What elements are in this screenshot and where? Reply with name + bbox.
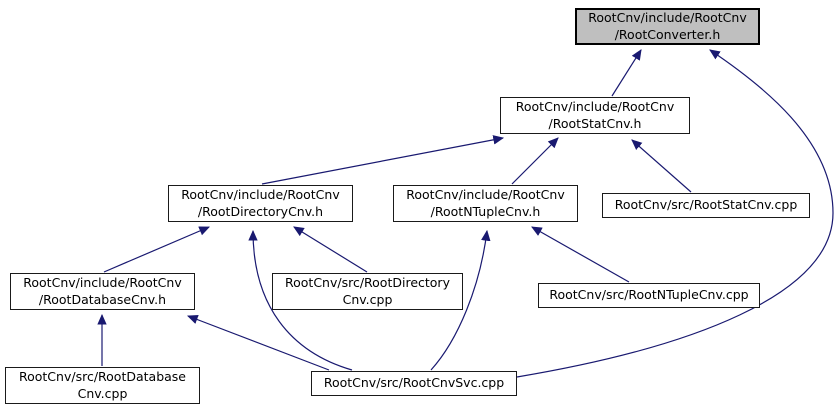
edge-cnvsvc-cpp-to-ntuplecnv-h [430, 229, 491, 371]
node-rootdirectorycnv-h[interactable]: RootCnv/include/RootCnv /RootDirectoryCn… [168, 185, 353, 222]
node-rootcnvsvc-cpp[interactable]: RootCnv/src/RootCnvSvc.cpp [311, 371, 517, 396]
edge-cnvsvc-cpp-to-directorycnv-h [248, 229, 353, 371]
node-rootntuplecnv-h[interactable]: RootCnv/include/RootCnv /RootNTupleCnv.h [393, 185, 578, 222]
edge-databasecnv-h-to-directorycnv-h [103, 226, 210, 273]
node-rootdirectorycnv-cpp[interactable]: RootCnv/src/RootDirectory Cnv.cpp [272, 273, 463, 310]
node-rootstatcnv-cpp[interactable]: RootCnv/src/RootStatCnv.cpp [602, 193, 810, 218]
edge-directorycnv-h-to-statcnv-h [261, 135, 505, 185]
node-rootdatabasecnv-cpp[interactable]: RootCnv/src/RootDatabase Cnv.cpp [5, 367, 200, 404]
edge-ntuplecnv-cpp-to-ntuplecnv-h [531, 226, 630, 283]
edge-statcnv-h-to-converter-h [611, 49, 642, 97]
node-rootdatabasecnv-h[interactable]: RootCnv/include/RootCnv /RootDatabaseCnv… [10, 273, 195, 310]
edge-statcnv-cpp-to-statcnv-h [631, 139, 692, 193]
node-rootconverter-h: RootCnv/include/RootCnv /RootConverter.h [575, 8, 760, 45]
node-rootntuplecnv-cpp[interactable]: RootCnv/src/RootNTupleCnv.cpp [538, 283, 760, 308]
edge-ntuplecnv-h-to-statcnv-h [511, 137, 559, 185]
edge-cnvsvc-cpp-to-databasecnv-h [186, 315, 330, 371]
edge-cnvsvc-cpp-to-converter-h [516, 49, 834, 378]
node-rootstatcnv-h[interactable]: RootCnv/include/RootCnv /RootStatCnv.h [500, 97, 690, 134]
edge-directorycnv-cpp-to-directorycnv-h [293, 226, 368, 273]
